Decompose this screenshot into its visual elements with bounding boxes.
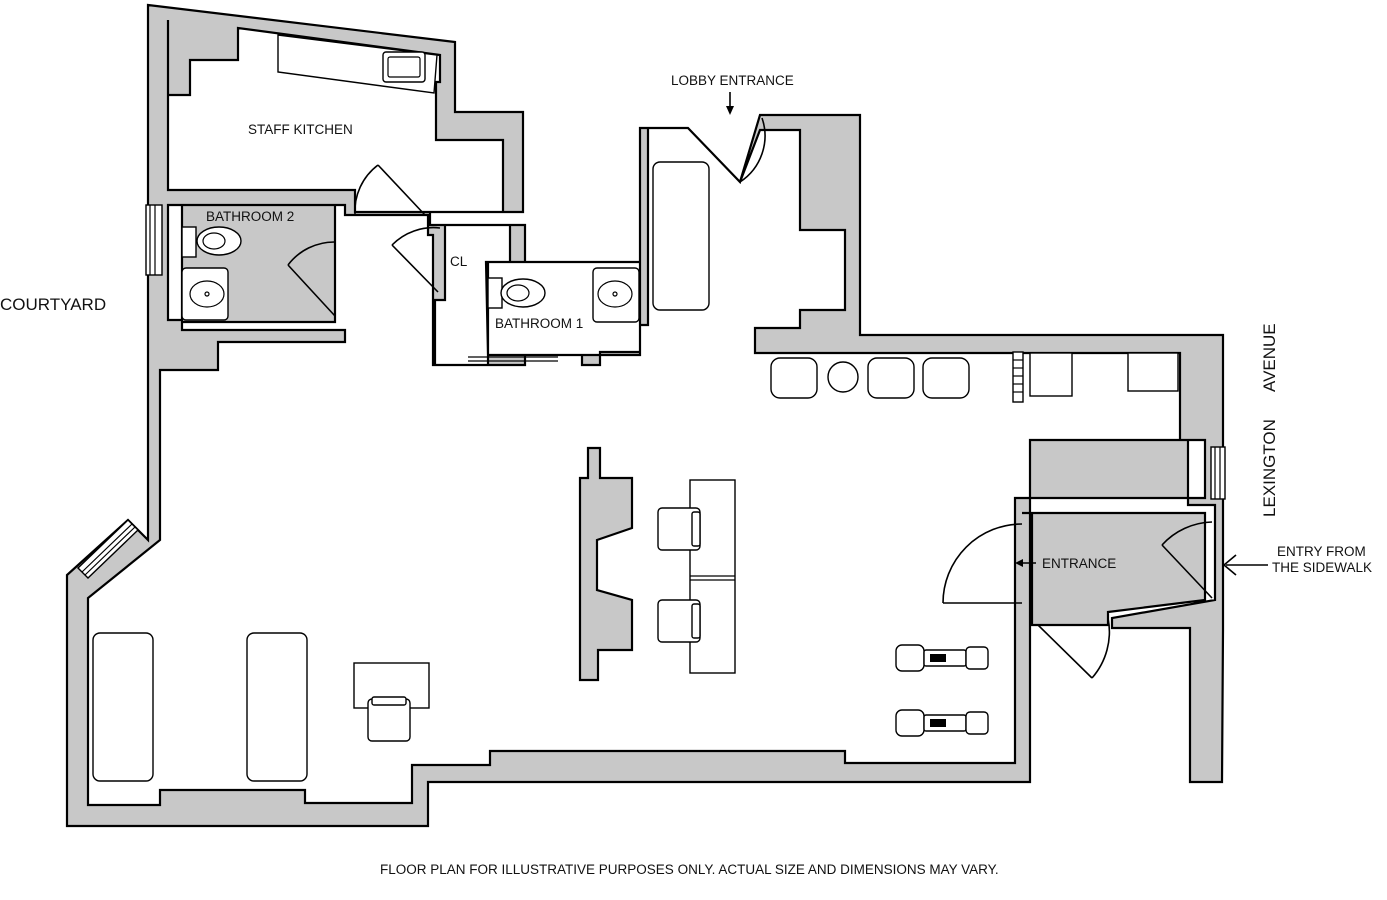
label-lexington: LEXINGTON xyxy=(1260,419,1279,517)
armchair-2 xyxy=(867,357,915,399)
door-entrance-vestibule[interactable] xyxy=(1037,617,1111,679)
door-kitchen[interactable] xyxy=(354,164,426,216)
sink-icon xyxy=(181,267,229,321)
toilet-icon xyxy=(487,277,546,309)
radiator xyxy=(1012,351,1024,403)
chair-icon xyxy=(367,696,411,742)
window-southwest xyxy=(76,519,140,579)
door-bathroom-1[interactable] xyxy=(468,356,558,362)
label-entry-line-2: THE SIDEWALK xyxy=(1272,560,1372,575)
side-table xyxy=(827,361,859,393)
sink-icon xyxy=(382,51,426,83)
label-lobby-entrance: LOBBY ENTRANCE xyxy=(671,73,794,88)
cabinet-1 xyxy=(1029,352,1073,397)
door-bathroom-2[interactable] xyxy=(287,241,336,317)
table-left-2 xyxy=(246,632,308,782)
label-avenue: AVENUE xyxy=(1260,323,1279,392)
label-staff-kitchen: STAFF KITCHEN xyxy=(248,122,353,137)
armchair-3 xyxy=(922,357,970,399)
table-left-1 xyxy=(92,632,154,782)
wall-mass xyxy=(65,3,1225,828)
door-closet[interactable] xyxy=(391,226,441,293)
disclaimer-text: FLOOR PLAN FOR ILLUSTRATIVE PURPOSES ONL… xyxy=(380,862,999,877)
exercise-bike-icon xyxy=(895,709,989,737)
door-entrance-inner[interactable] xyxy=(942,523,1023,604)
label-entrance: ENTRANCE xyxy=(1042,556,1116,571)
center-partition xyxy=(578,446,634,682)
exercise-bike-icon xyxy=(895,644,989,672)
toilet-icon xyxy=(181,226,242,258)
label-bathroom-1: BATHROOM 1 xyxy=(495,316,583,331)
door-entrance-outer[interactable] xyxy=(1161,521,1213,599)
sink-icon xyxy=(592,267,640,323)
lobby-bench xyxy=(652,161,710,311)
arrow-down-icon xyxy=(726,92,734,115)
label-bathroom-2: BATHROOM 2 xyxy=(206,209,294,224)
arrow-left-icon xyxy=(1222,554,1268,576)
arrow-left-icon xyxy=(1015,559,1036,567)
window-lexington xyxy=(1210,446,1226,500)
door-lobby[interactable] xyxy=(687,117,766,183)
label-closet: CL xyxy=(450,254,468,269)
window-courtyard xyxy=(145,204,163,276)
cabinet-2 xyxy=(1127,352,1179,392)
chair-icon xyxy=(657,599,701,643)
label-entry-line-1: ENTRY FROM xyxy=(1277,544,1366,559)
chair-icon xyxy=(657,507,701,551)
label-courtyard: COURTYARD xyxy=(0,295,106,314)
armchair-1 xyxy=(770,357,818,399)
